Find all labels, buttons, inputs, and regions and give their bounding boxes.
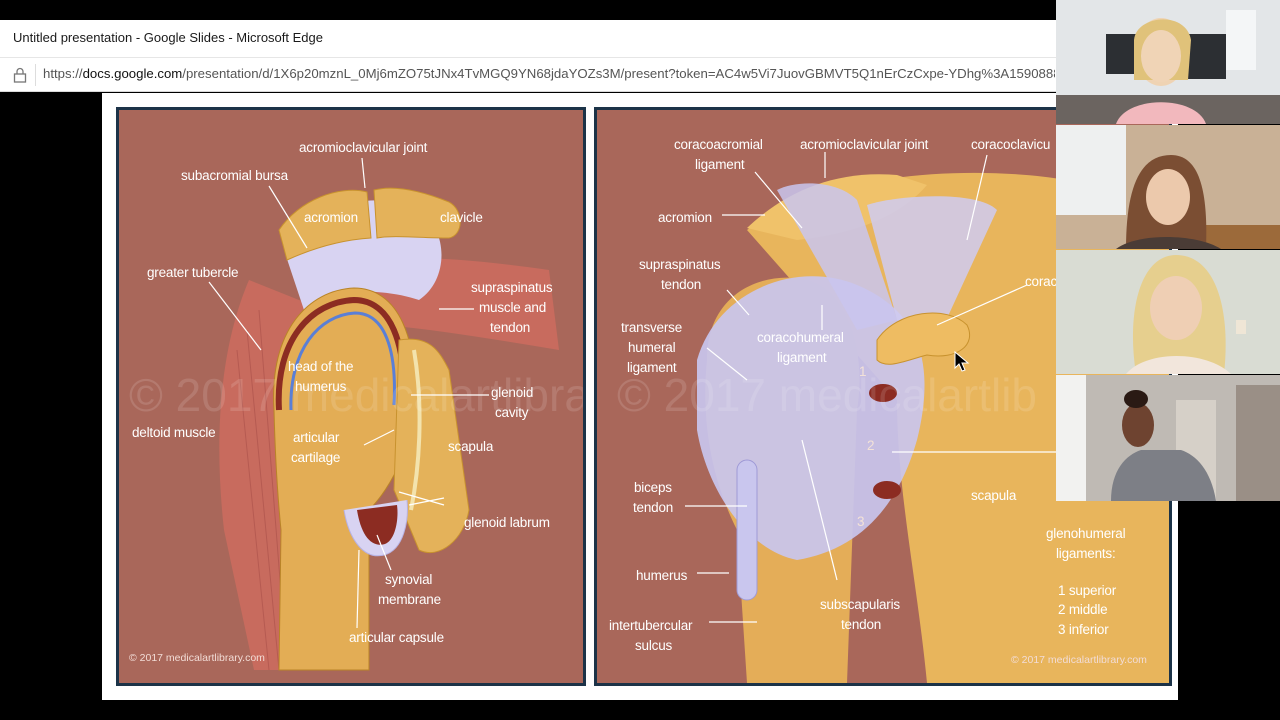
label-subacromial-bursa: subacromial bursa: [181, 168, 288, 183]
label-humerus: humerus: [636, 568, 688, 583]
label-clavicle: clavicle: [440, 210, 483, 225]
label-greater-tubercle: greater tubercle: [147, 265, 239, 280]
label-transverse-humeral-ligament-3: ligament: [627, 360, 677, 375]
label-scapula: scapula: [448, 439, 494, 454]
shoulder-section-illustration: © 2017 medicalartlibrary acromioclavicul…: [116, 107, 586, 686]
url-scheme: https://: [43, 66, 83, 81]
label-articular-cartilage-2: cartilage: [291, 450, 341, 465]
label-acromioclavicular-joint: acromioclavicular joint: [299, 140, 428, 155]
label-biceps-tendon-2: tendon: [633, 500, 674, 515]
label-acromion-right: acromion: [658, 210, 712, 225]
label-supraspinatus-2: muscle and: [479, 300, 547, 315]
label-acromioclavicular-joint-right: acromioclavicular joint: [800, 137, 929, 152]
label-deltoid-muscle: deltoid muscle: [132, 425, 216, 440]
label-ligament-1: 1: [859, 364, 867, 379]
label-head-of-humerus-2: humerus: [295, 379, 347, 394]
url-host: docs.google.com: [82, 66, 183, 81]
shoulder-ligaments-drawing: [697, 172, 1169, 683]
participant-4-feed: [1056, 375, 1280, 501]
label-coracoid: corac: [1025, 274, 1058, 289]
participant-3-feed: [1056, 250, 1280, 374]
label-coracoacromial-ligament-2: ligament: [695, 157, 745, 172]
label-glenohumeral-title-2: ligaments:: [1056, 546, 1116, 561]
label-coracohumeral-ligament-2: ligament: [777, 350, 827, 365]
label-coracohumeral-ligament: coracohumeral: [757, 330, 844, 345]
label-articular-cartilage: articular: [293, 430, 340, 445]
label-glenoid-labrum: glenoid labrum: [464, 515, 550, 530]
label-acromion: acromion: [304, 210, 358, 225]
label-ligament-3: 3: [857, 514, 865, 529]
label-scapula-right: scapula: [971, 488, 1017, 503]
label-intertubercular-sulcus-2: sulcus: [635, 638, 673, 653]
label-biceps-tendon: biceps: [634, 480, 672, 495]
label-gleno-inferior: 3 inferior: [1058, 622, 1109, 637]
label-glenohumeral-title: glenohumeral: [1046, 526, 1126, 541]
label-gleno-middle: 2 middle: [1058, 602, 1108, 617]
url-path: /presentation/d/1X6p20mznL_0Mj6mZO75tJNx…: [182, 66, 1055, 81]
address-bar[interactable]: https://docs.google.com/presentation/d/1…: [0, 58, 1056, 92]
window-title: Untitled presentation - Google Slides - …: [13, 30, 323, 45]
label-supraspinatus: supraspinatus: [471, 280, 553, 295]
watermark: © 2017 medicalartlibrary: [129, 369, 586, 421]
label-subscapularis-tendon-2: tendon: [841, 617, 882, 632]
participant-video-1[interactable]: [1056, 0, 1280, 124]
participant-video-4[interactable]: [1056, 375, 1280, 501]
label-glenoid-cavity-2: cavity: [495, 405, 529, 420]
label-coracoclavicular: coracoclavicu: [971, 137, 1051, 152]
label-articular-capsule: articular capsule: [349, 630, 444, 645]
shoulder-section-drawing: [219, 187, 559, 671]
address-separator: [35, 64, 36, 86]
watermark: © 2017 medicalartlib: [617, 369, 1037, 421]
copyright-right: © 2017 medicalartlibrary.com: [1011, 654, 1147, 666]
label-transverse-humeral-ligament: transverse: [621, 320, 683, 335]
label-supraspinatus-tendon: supraspinatus: [639, 257, 721, 272]
label-ligament-2: 2: [867, 438, 875, 453]
lock-icon[interactable]: [12, 66, 28, 84]
label-subscapularis-tendon: subscapularis: [820, 597, 900, 612]
participant-video-2[interactable]: [1056, 125, 1280, 249]
shoulder-ligaments-illustration: © 2017 medicalartlib coracoacromial liga…: [594, 107, 1172, 686]
left-leader-lines: [208, 157, 489, 629]
participant-video-3[interactable]: [1056, 250, 1280, 374]
mouse-cursor-icon: [954, 351, 970, 372]
label-synovial-membrane-2: membrane: [378, 592, 441, 607]
label-synovial-membrane: synovial: [385, 572, 433, 587]
slide[interactable]: © 2017 medicalartlibrary acromioclavicul…: [102, 93, 1178, 700]
label-head-of-humerus: head of the: [288, 359, 354, 374]
label-supraspinatus-tendon-2: tendon: [661, 277, 702, 292]
right-leader-lines: [685, 152, 1057, 623]
label-transverse-humeral-ligament-2: humeral: [628, 340, 676, 355]
label-gleno-superior: 1 superior: [1058, 583, 1117, 598]
label-supraspinatus-3: tendon: [490, 320, 531, 335]
label-glenoid-cavity: glenoid: [491, 385, 534, 400]
copyright-left: © 2017 medicalartlibrary.com: [129, 652, 265, 664]
browser-titlebar: Untitled presentation - Google Slides - …: [0, 20, 1056, 58]
label-coracoacromial-ligament: coracoacromial: [674, 137, 763, 152]
participant-2-feed: [1056, 125, 1280, 249]
label-intertubercular-sulcus: intertubercular: [609, 618, 693, 633]
url-field[interactable]: https://docs.google.com/presentation/d/1…: [43, 66, 1055, 81]
participant-1-feed: [1056, 0, 1280, 124]
